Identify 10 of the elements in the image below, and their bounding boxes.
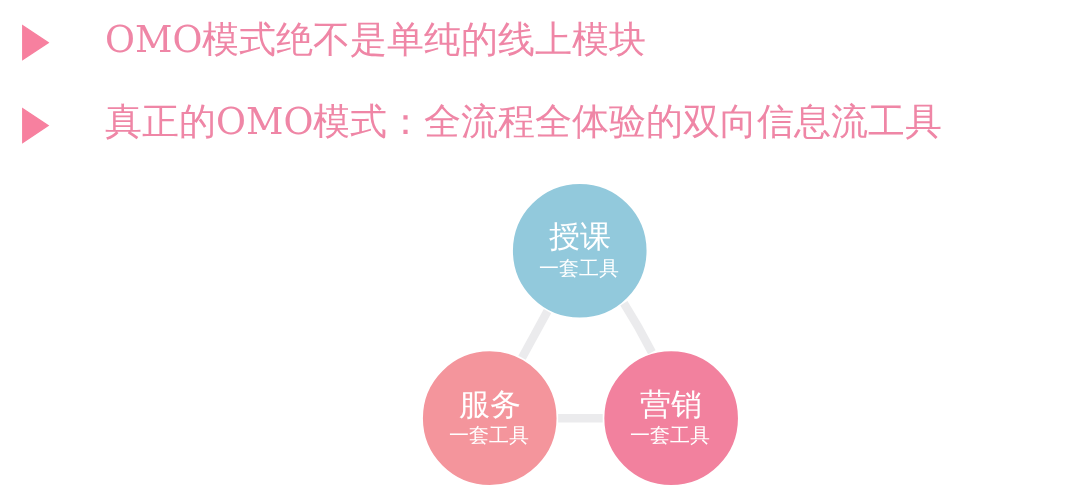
node-triangle xyxy=(22,107,50,144)
node-circle: 营销 一套工具 xyxy=(601,348,741,488)
connector xyxy=(620,301,656,355)
connector xyxy=(518,309,552,360)
connector xyxy=(558,413,603,423)
node-circle: 服务 一套工具 xyxy=(420,348,560,488)
node-circle: 授课 一套工具 xyxy=(510,181,650,321)
label: OMO模式绝不是单纯的线上模块 xyxy=(105,17,647,61)
label: 真正的OMO模式：全流程全体验的双向信息流工具 xyxy=(105,100,943,144)
node-triangle xyxy=(22,24,50,61)
